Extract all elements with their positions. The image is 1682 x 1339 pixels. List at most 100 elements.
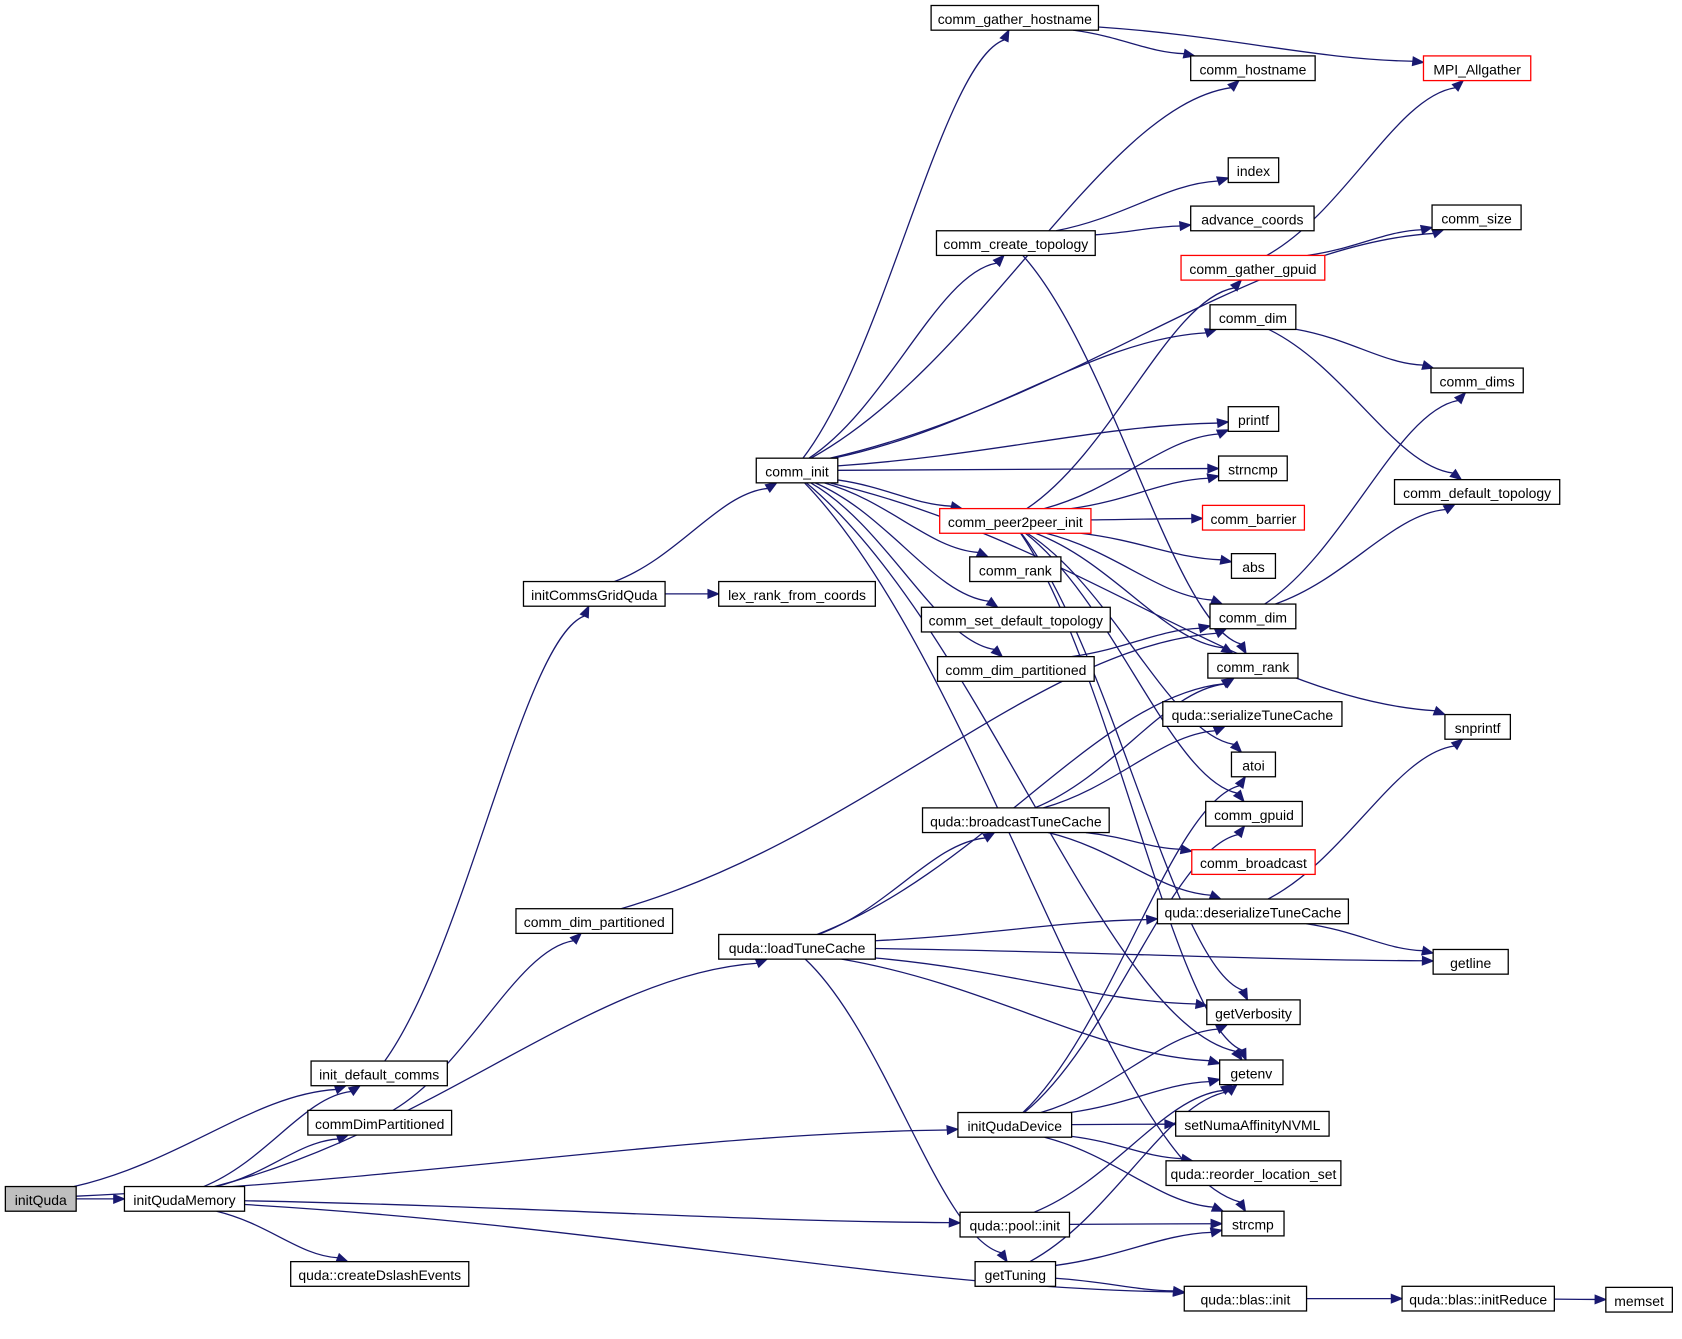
node-label: initCommsGridQuda [531, 587, 657, 603]
node-index[interactable]: index [1227, 157, 1280, 184]
arrowhead-icon [1210, 1202, 1225, 1212]
call-edge-deserializeTuneCache-to-getline [1306, 923, 1423, 952]
call-edge-initQudaDevice-to-getVerbosity [1040, 1028, 1218, 1114]
node-label: commDimPartitioned [315, 1116, 444, 1132]
call-edge-broadcastTuneCache-to-serializeTuneCache [1043, 730, 1216, 809]
node-commDimPartitioned[interactable]: commDimPartitioned [307, 1109, 453, 1136]
node-comm-dim-m[interactable]: comm_dim [1209, 603, 1297, 630]
arrowhead-icon [1219, 554, 1233, 565]
node-snprintf[interactable]: snprintf [1444, 713, 1512, 740]
node-box [1422, 55, 1532, 82]
call-edge-comm_init-to-snprintf [829, 482, 1435, 712]
node-initReduce[interactable]: quda::blas::initReduce [1401, 1285, 1555, 1312]
node-setNumaAffinityNVML[interactable]: setNumaAffinityNVML [1175, 1110, 1330, 1137]
node-box [1180, 254, 1326, 281]
node-comm-dim-partitioned-m[interactable]: comm_dim_partitioned [936, 655, 1095, 682]
node-box [1209, 304, 1297, 331]
node-initQudaDevice[interactable]: initQudaDevice [957, 1111, 1073, 1138]
node-comm-set-default-topology[interactable]: comm_set_default_topology [920, 606, 1111, 633]
node-box [4, 1185, 77, 1212]
call-edge-comm_init-to-printf [837, 422, 1218, 467]
node-comm-gather-hostname[interactable]: comm_gather_hostname [930, 4, 1100, 31]
call-edge-comm_peer2peer_init-to-comm_rank_r [1035, 532, 1224, 649]
node-init-default-comms[interactable]: init_default_comms [310, 1060, 448, 1087]
arrowhead-icon [1191, 513, 1204, 524]
node-atoi[interactable]: atoi [1230, 751, 1277, 778]
call-edge-comm_init-to-comm_dim_partitioned_m [810, 482, 995, 651]
node-comm-size[interactable]: comm_size [1431, 204, 1522, 231]
node-MPI-Allgather[interactable]: MPI_Allgather [1422, 55, 1532, 82]
node-getenv[interactable]: getenv [1219, 1059, 1284, 1086]
node-comm-init[interactable]: comm_init [755, 457, 839, 484]
arrowhead-icon [1215, 429, 1230, 439]
node-box [1230, 751, 1277, 778]
node-label: memset [1614, 1293, 1664, 1309]
node-advance-coords[interactable]: advance_coords [1190, 205, 1315, 232]
arrowhead-icon [1215, 176, 1230, 187]
node-comm-gather-gpuid[interactable]: comm_gather_gpuid [1180, 254, 1326, 281]
node-initCommsGridQuda[interactable]: initCommsGridQuda [522, 580, 666, 607]
node-box [290, 1260, 470, 1287]
call-edge-comm_gather_gpuid-to-comm_size [1307, 229, 1422, 257]
node-comm-dim-t[interactable]: comm_dim [1209, 304, 1297, 331]
call-edge-comm_init-to-comm_create_topology [808, 262, 997, 459]
node-comm-rank-r[interactable]: comm_rank [1207, 652, 1299, 679]
node-serializeTuneCache[interactable]: quda::serializeTuneCache [1162, 701, 1343, 727]
arrowhead-icon [1207, 463, 1221, 474]
node-box [939, 507, 1092, 534]
node-initQudaMemory[interactable]: initQudaMemory [123, 1185, 246, 1212]
node-comm-barrier[interactable]: comm_barrier [1201, 504, 1306, 531]
node-label: comm_dim [1219, 310, 1287, 326]
node-comm-dims[interactable]: comm_dims [1430, 367, 1524, 394]
node-comm-create-topology[interactable]: comm_create_topology [935, 230, 1096, 257]
arrowhead-icon [1449, 468, 1463, 481]
node-strcmp[interactable]: strcmp [1221, 1210, 1285, 1237]
node-loadTuneCache[interactable]: quda::loadTuneCache [718, 933, 876, 960]
node-getTuning[interactable]: getTuning [974, 1260, 1057, 1287]
node-initQuda[interactable]: initQuda [4, 1185, 77, 1212]
node-getline[interactable]: getline [1432, 948, 1509, 975]
node-box [1191, 849, 1316, 876]
node-label: comm_gpuid [1214, 807, 1294, 823]
node-comm-hostname[interactable]: comm_hostname [1190, 55, 1316, 82]
node-reorder-location-set[interactable]: quda::reorder_location_set [1165, 1160, 1342, 1187]
call-edge-comm_dim_m-to-comm_dims [1264, 399, 1459, 605]
arrowhead-icon [1229, 279, 1243, 292]
call-edge-loadTuneCache-to-getTuning [804, 958, 1002, 1254]
call-edge-commDimPartitioned-to-comm_dim_partitioned_l [392, 940, 574, 1111]
call-edge-comm_init-to-comm_hostname [810, 87, 1231, 459]
node-strncmp[interactable]: strncmp [1217, 455, 1288, 482]
node-comm-gpuid[interactable]: comm_gpuid [1205, 800, 1303, 827]
node-blas-init[interactable]: quda::blas::init [1183, 1285, 1308, 1312]
call-edge-getTuning-to-blas_init [1055, 1277, 1174, 1292]
node-box [1209, 603, 1297, 630]
node-label: lex_rank_from_coords [728, 587, 866, 603]
arrowhead-icon [992, 254, 1005, 268]
call-edge-comm_create_topology-to-comm_rank_r [1022, 255, 1241, 645]
node-getVerbosity[interactable]: getVerbosity [1206, 999, 1301, 1026]
node-comm-rank-m[interactable]: comm_rank [969, 556, 1062, 583]
call-edge-init_default_comms-to-initCommsGridQuda [384, 615, 585, 1062]
call-edge-getTuning-to-strcmp [1055, 1231, 1212, 1267]
call-edge-broadcastTuneCache-to-comm_broadcast [1085, 831, 1182, 850]
node-createDslashEvents[interactable]: quda::createDslashEvents [290, 1260, 470, 1287]
node-box [1444, 713, 1512, 740]
node-abs[interactable]: abs [1230, 553, 1277, 579]
node-comm-peer2peer-init[interactable]: comm_peer2peer_init [939, 507, 1092, 534]
node-memset[interactable]: memset [1605, 1286, 1673, 1313]
node-comm-dim-partitioned-l[interactable]: comm_dim_partitioned [515, 908, 674, 935]
arrowhead-icon [1178, 220, 1193, 232]
arrowhead-icon [1432, 705, 1447, 716]
node-box [1219, 1059, 1284, 1086]
node-deserializeTuneCache[interactable]: quda::deserializeTuneCache [1156, 898, 1350, 925]
node-lex-rank-from-coords[interactable]: lex_rank_from_coords [718, 580, 876, 607]
arrowhead-icon [1227, 79, 1241, 92]
node-label: quda::pool::init [969, 1218, 1060, 1234]
node-broadcastTuneCache[interactable]: quda::broadcastTuneCache [921, 807, 1110, 834]
node-label: comm_dim_partitioned [524, 914, 665, 930]
call-edge-comm_init-to-strncmp [837, 467, 1208, 471]
node-comm-broadcast[interactable]: comm_broadcast [1191, 849, 1316, 876]
node-comm-default-topology[interactable]: comm_default_topology [1393, 478, 1561, 505]
node-pool-init[interactable]: quda::pool::init [959, 1211, 1071, 1238]
node-printf[interactable]: printf [1227, 406, 1280, 433]
